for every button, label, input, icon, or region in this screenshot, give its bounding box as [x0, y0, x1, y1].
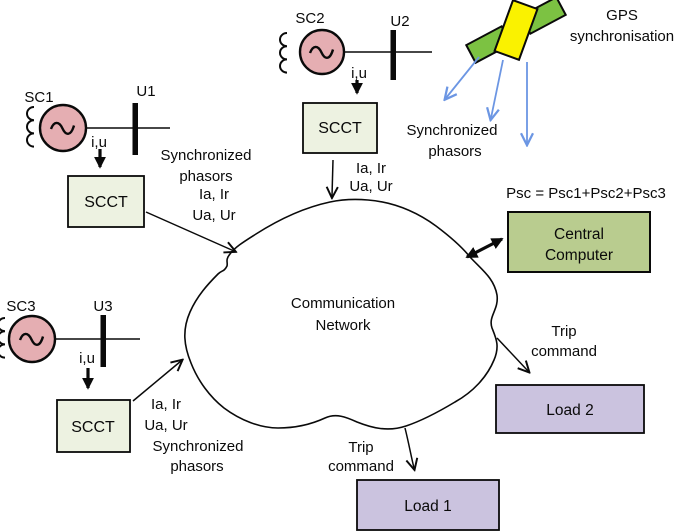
- generator-sc2: SC2 U2 i,u SCCT Ia, Ir Ua, Ur: [279, 10, 432, 196]
- busbar: [100, 315, 106, 367]
- cloud-label-line2: Network: [315, 317, 371, 334]
- winding-coil-icon: [279, 32, 288, 74]
- sc3-signals-line1: Ia, Ir: [151, 396, 181, 413]
- sc1-phasors-line1: Synchronized: [161, 147, 252, 164]
- sc1-label: SC1: [24, 89, 53, 106]
- sc1-signals-line1: Ia, Ir: [199, 186, 229, 203]
- sc2-to-cloud-arrow: [332, 159, 333, 196]
- ac-waveform-icon: [18, 332, 45, 346]
- sc3-signals-line2: Ua, Ur: [144, 417, 187, 434]
- psc-formula: Psc = Psc1+Psc2+Psc3: [506, 185, 666, 202]
- scct2-box: [302, 102, 378, 154]
- sc3-phasors-line2: phasors: [170, 458, 223, 475]
- gps-label-line1: GPS: [606, 7, 638, 24]
- sc1-signals-line2: Ua, Ur: [192, 207, 235, 224]
- generator-sc1: SC1 U1 i,u SCCT Synchronized phasors Ia,…: [24, 83, 251, 251]
- load2-branch: Trip command Load 2: [495, 323, 645, 434]
- scct1-box: [67, 175, 145, 228]
- sc1-iu-label: i,u: [91, 134, 107, 151]
- gps-signal-arrow-2: [491, 59, 504, 118]
- load1-branch: Trip command Load 1: [328, 427, 500, 531]
- winding-coil-icon: [0, 317, 6, 359]
- load2-trip-line1: Trip: [551, 323, 576, 340]
- busbar: [132, 103, 138, 155]
- central-computer-label-line2: Computer: [545, 247, 613, 264]
- central-computer-label-line1: Central: [554, 226, 604, 243]
- u1-label: U1: [136, 83, 155, 100]
- u2-label: U2: [390, 13, 409, 30]
- sc3-phasors-line1: Synchronized: [153, 438, 244, 455]
- ac-waveform-icon: [49, 121, 76, 135]
- sc3-label: SC3: [6, 298, 35, 315]
- scct3-box: [56, 399, 131, 453]
- gps-signal-arrow-1: [446, 56, 480, 98]
- load2-trip-line2: command: [531, 343, 597, 360]
- gps-phasors-line1: Synchronized: [407, 122, 498, 139]
- gps-label-line2: synchronisation: [570, 28, 674, 45]
- gps-phasors-line2: phasors: [428, 143, 481, 160]
- load2-box: [495, 384, 645, 434]
- winding-coil-icon: [26, 106, 35, 148]
- communication-network-cloud: Communication Network: [184, 198, 498, 430]
- ac-waveform-icon: [308, 45, 335, 59]
- generator-sc3: SC3 U3 i,u SCCT Ia, Ir Ua, Ur Synchroniz…: [0, 298, 243, 475]
- scct3-label: SCCT: [71, 419, 115, 436]
- load1-trip-line2: command: [328, 458, 394, 475]
- load2-label: Load 2: [546, 402, 593, 419]
- sc2-signals-line1: Ia, Ir: [356, 160, 386, 177]
- trip-arrow-load2: [496, 337, 528, 371]
- scct1-label: SCCT: [84, 194, 128, 211]
- scct2-label: SCCT: [318, 120, 362, 137]
- cloud-label-line1: Communication: [291, 295, 395, 312]
- busbar: [390, 30, 396, 80]
- sc1-to-cloud-arrow: [145, 211, 234, 251]
- sc2-signals-line2: Ua, Ur: [349, 178, 392, 195]
- u3-label: U3: [93, 298, 112, 315]
- sc3-iu-label: i,u: [79, 350, 95, 367]
- cloud-outline: [184, 198, 498, 430]
- cloud-computer-double-arrow: [465, 237, 504, 259]
- sc2-label: SC2: [295, 10, 324, 27]
- sc3-to-cloud-arrow: [132, 361, 181, 402]
- load1-box: [356, 479, 500, 531]
- central-computer: Psc = Psc1+Psc2+Psc3 Central Computer: [465, 185, 666, 273]
- load1-trip-line1: Trip: [348, 439, 373, 456]
- central-computer-box: [507, 211, 651, 273]
- sc1-phasors-line2: phasors: [179, 168, 232, 185]
- trip-arrow-load1: [404, 427, 414, 468]
- load1-label: Load 1: [404, 498, 451, 515]
- sc2-iu-label: i,u: [351, 65, 367, 82]
- gps-satellite: GPS synchronisation Synchronized phasors: [407, 0, 674, 160]
- satellite-body-icon: [493, 0, 539, 62]
